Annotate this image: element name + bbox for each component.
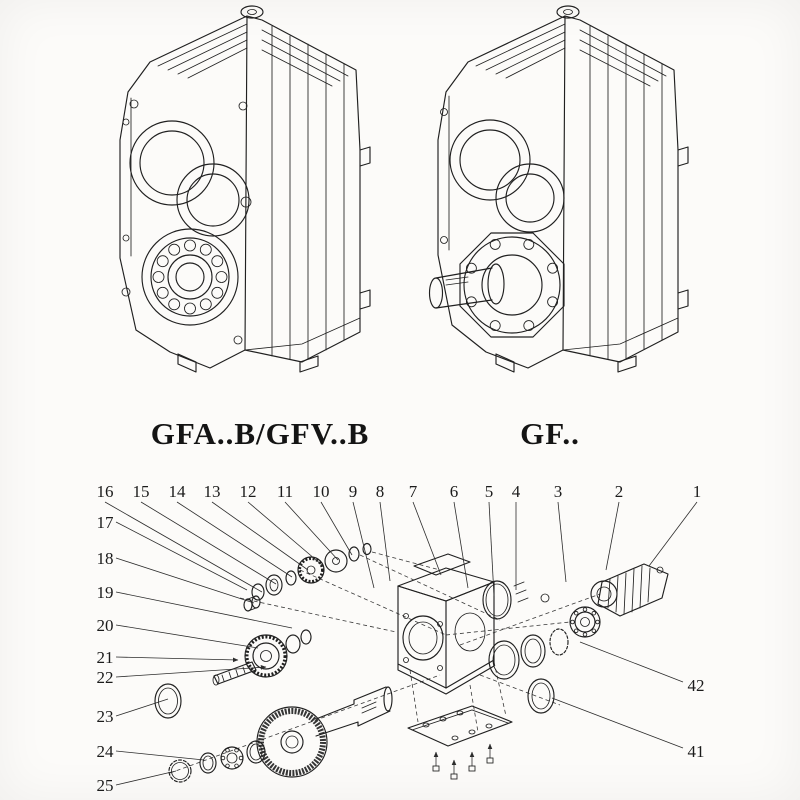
input-shaft-parts xyxy=(243,542,372,612)
callout-42: 42 xyxy=(688,676,705,695)
intermediate-shaft-parts xyxy=(154,629,312,719)
callout-2: 2 xyxy=(615,482,624,501)
gearbox-drawing-gf xyxy=(428,5,689,373)
callout-22: 22 xyxy=(97,668,114,687)
model-label-gfab: GFA..B/GFV..B xyxy=(150,416,370,451)
callout-1: 1 xyxy=(693,482,702,501)
callout-3: 3 xyxy=(554,482,563,501)
callout-24: 24 xyxy=(97,742,115,761)
gearbox-drawings xyxy=(119,5,689,373)
callout-10: 10 xyxy=(313,482,330,501)
callout-13: 13 xyxy=(204,482,221,501)
exploded-diagram: 16 15 14 13 12 11 10 9 8 7 6 5 4 3 2 1 1… xyxy=(97,482,705,795)
callout-7: 7 xyxy=(409,482,418,501)
callout-4: 4 xyxy=(512,482,521,501)
callout-16: 16 xyxy=(97,482,114,501)
base-plate-drawing xyxy=(407,705,513,780)
callout-18: 18 xyxy=(97,549,114,568)
eye-bolt xyxy=(240,5,264,19)
callout-numbers: 16 15 14 13 12 11 10 9 8 7 6 5 4 3 2 1 1… xyxy=(97,482,705,795)
callout-12: 12 xyxy=(240,482,257,501)
callout-6: 6 xyxy=(450,482,459,501)
output-gear xyxy=(256,706,328,778)
callout-8: 8 xyxy=(376,482,385,501)
model-label-gf: GF.. xyxy=(520,416,580,451)
output-shaft-parts xyxy=(168,686,393,783)
bearing-drawing xyxy=(141,228,239,326)
callout-41: 41 xyxy=(688,742,705,761)
motor-adapter-drawing xyxy=(569,563,669,638)
gearbox-drawing-gfab xyxy=(119,5,371,373)
bore-circle-2 xyxy=(176,163,250,237)
callout-14: 14 xyxy=(169,482,187,501)
callout-21: 21 xyxy=(97,648,114,667)
oil-seal xyxy=(154,683,182,719)
eye-bolt xyxy=(556,5,580,19)
callout-23: 23 xyxy=(97,707,114,726)
callout-19: 19 xyxy=(97,583,114,602)
leader-lines xyxy=(104,501,698,786)
callout-15: 15 xyxy=(133,482,150,501)
output-flange-drawing xyxy=(459,232,565,338)
pinion-shaft xyxy=(213,661,257,685)
bore-circle-1 xyxy=(449,119,531,201)
callout-5: 5 xyxy=(485,482,494,501)
callout-17: 17 xyxy=(97,513,115,532)
base-bolts xyxy=(432,743,494,780)
callout-20: 20 xyxy=(97,616,114,635)
right-side-parts xyxy=(482,580,569,714)
callout-9: 9 xyxy=(349,482,358,501)
bore-circle-2 xyxy=(495,163,565,233)
output-shaft-drawing xyxy=(428,263,505,309)
housing-drawing xyxy=(397,553,495,695)
output-shaft xyxy=(315,686,387,720)
bore-circle-1 xyxy=(129,120,215,206)
callout-25: 25 xyxy=(97,776,114,795)
snap-ring xyxy=(168,759,192,783)
intermediate-gear xyxy=(244,634,288,678)
callout-11: 11 xyxy=(277,482,293,501)
